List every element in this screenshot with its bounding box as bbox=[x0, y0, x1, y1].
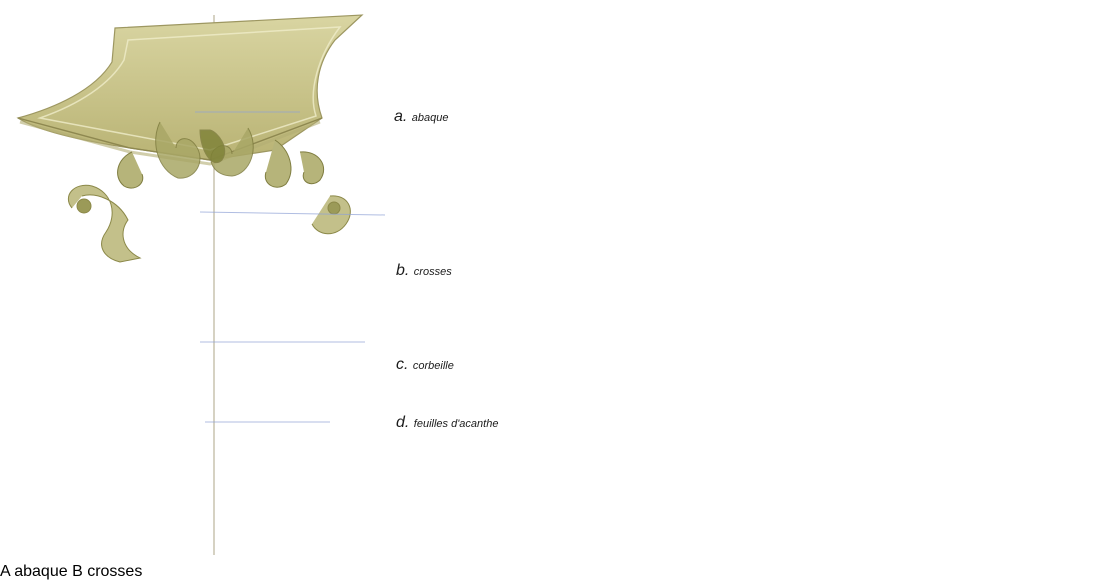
label-corbeille: c. corbeille bbox=[396, 357, 454, 373]
label-abaque: a. abaque bbox=[394, 109, 449, 125]
label-letter-b: b. bbox=[396, 262, 409, 279]
label-letter-c: c. bbox=[396, 356, 408, 373]
label-word-corbeille: corbeille bbox=[413, 360, 454, 372]
exploded-capital-drawing bbox=[18, 15, 385, 555]
label-word-abaque: abaque bbox=[412, 112, 449, 124]
label-crosses: b. crosses bbox=[396, 263, 452, 279]
label-letter-a: a. bbox=[394, 108, 407, 125]
label-letter-d: d. bbox=[396, 414, 409, 431]
side-volutes bbox=[68, 185, 350, 262]
label-word-feuilles-dacanthe: feuilles d'acanthe bbox=[414, 418, 499, 430]
ghost-label-mid: B crosses bbox=[72, 563, 142, 580]
label-feuilles-dacanthe: d. feuilles d'acanthe bbox=[396, 415, 498, 431]
label-word-crosses: crosses bbox=[414, 266, 452, 278]
corinthian-capital-diagram: A abaque B crosses bbox=[0, 0, 1097, 558]
ghost-label-top: A abaque bbox=[0, 563, 68, 580]
